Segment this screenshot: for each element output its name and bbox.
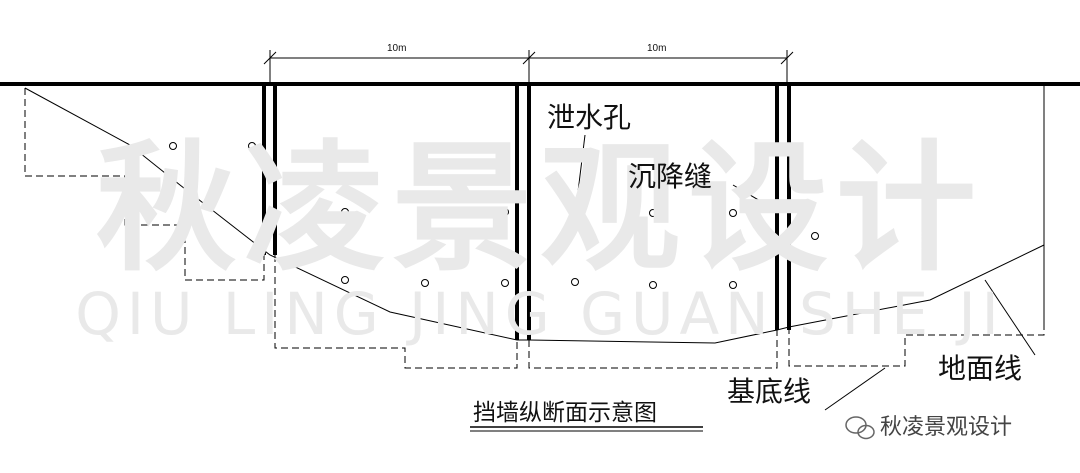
dimension-label-right: 10m — [647, 43, 667, 54]
ground-line-label: 地面线 — [938, 352, 1023, 385]
settlement-joints — [262, 84, 791, 340]
dimension-label-left: 10m — [387, 43, 407, 54]
foundation-line-2 — [274, 255, 518, 369]
watermark-chinese: 秋凌景观设计 — [95, 128, 984, 291]
settlement-joint-label: 沉降缝 — [628, 160, 713, 193]
wechat-icon — [845, 416, 875, 440]
drain-holes — [169, 142, 894, 289]
dimension-lines — [263, 50, 794, 84]
diagram-title: 挡墙纵断面示意图 — [473, 400, 657, 426]
foundation-line — [24, 88, 265, 281]
watermark-pinyin: QIU LING JING GUAN SHE JI — [75, 280, 1005, 348]
title-underline — [470, 426, 703, 432]
foundation-line-4 — [788, 327, 1045, 367]
brand-name: 秋凌景观设计 — [880, 415, 1013, 440]
ground-line — [24, 87, 1045, 344]
foundation-line-3 — [528, 330, 778, 369]
foundation-line-label: 基底线 — [727, 375, 812, 408]
leader-lines — [575, 134, 1036, 411]
drain-hole-label: 泄水孔 — [547, 101, 632, 134]
